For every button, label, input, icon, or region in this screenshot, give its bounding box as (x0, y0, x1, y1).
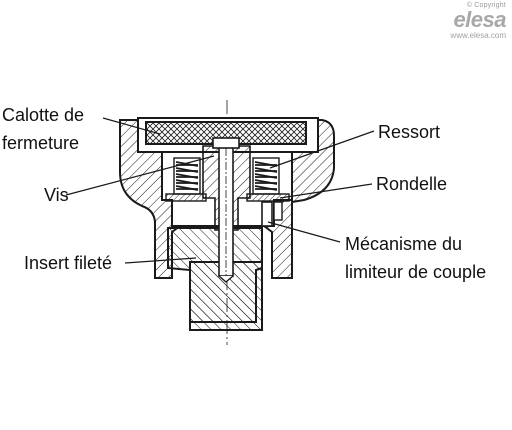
website-url: www.elesa.com (450, 31, 506, 40)
label-rondelle: Rondelle (376, 174, 448, 194)
leader-insert (124, 257, 197, 264)
leader-vis (65, 155, 215, 196)
washer-left (165, 193, 207, 202)
leader-calotte (102, 117, 161, 135)
leader-mecanisme (267, 221, 341, 243)
label-vis: Vis (44, 185, 69, 205)
label-mecanisme-line1: Mécanisme du (345, 234, 463, 254)
copyright-text: © Copyright (466, 2, 506, 9)
label-calotte-line2: fermeture (2, 133, 80, 153)
label-mecanisme-line2: limiteur de couple (345, 262, 487, 282)
leader-lines (65, 117, 375, 264)
screw-head (212, 137, 240, 149)
spring-right (252, 157, 280, 195)
elesa-watermark: © Copyright elesa www.elesa.com (450, 2, 506, 40)
limiter-pin-2 (273, 201, 283, 221)
leader-rondelle (279, 183, 373, 199)
limiter-pin (261, 201, 273, 227)
elesa-logo: elesa (453, 7, 506, 32)
washer-right (246, 193, 290, 202)
leader-ressort (269, 130, 375, 169)
label-insert: Insert fileté (24, 253, 113, 273)
label-calotte-line1: Calotte de (2, 105, 85, 125)
label-ressort: Ressort (378, 122, 441, 142)
